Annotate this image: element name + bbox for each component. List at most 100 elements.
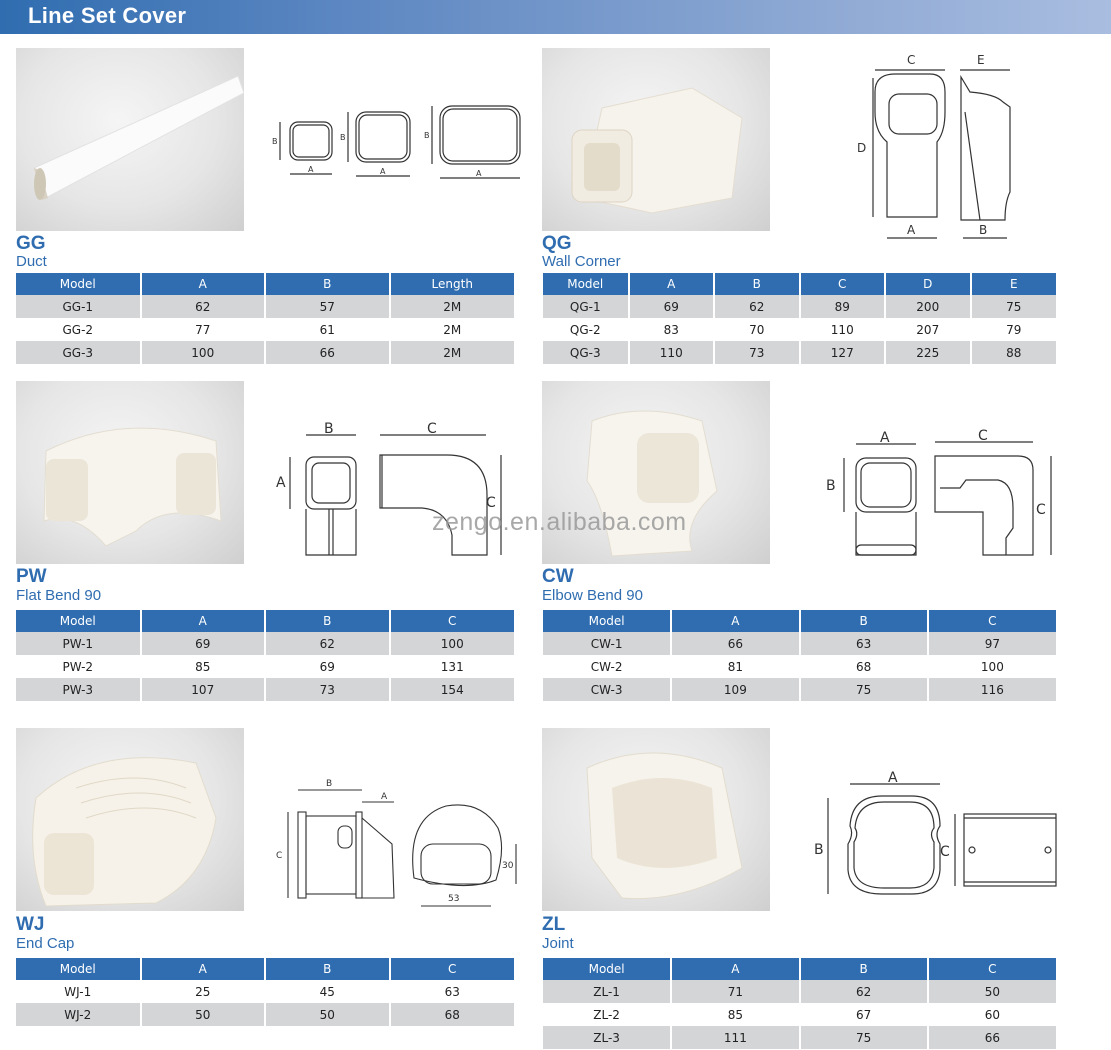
col-header: A <box>671 958 801 980</box>
col-header: B <box>265 610 391 632</box>
table-cell: CW-3 <box>543 678 673 701</box>
gg-duct-drawing: A B A B A B <box>268 96 528 191</box>
table-cell: 75 <box>970 295 1056 318</box>
table-cell: 127 <box>799 341 886 364</box>
dim-label-53: 53 <box>448 894 459 904</box>
table-cell: 50 <box>927 980 1056 1003</box>
table-cell: ZL-2 <box>543 1003 673 1026</box>
product-code: ZL <box>542 914 566 935</box>
col-header: Model <box>543 273 630 295</box>
dim-label-a: A <box>381 792 388 802</box>
table-cell: 100 <box>389 632 514 655</box>
qg-wall-corner-drawing: A B C D E <box>845 42 1020 252</box>
col-header: Model <box>543 610 673 632</box>
dim-label-a: A <box>907 223 916 237</box>
table-cell: 73 <box>714 341 801 364</box>
pw-flat-bend-drawing: A B C C <box>272 415 507 565</box>
product-code: WJ <box>16 914 45 935</box>
col-header: A <box>140 610 266 632</box>
table-cell: 81 <box>671 655 801 678</box>
table-cell: 79 <box>970 318 1056 341</box>
table-cell: 60 <box>927 1003 1056 1026</box>
product-photo-gg-duct <box>16 48 244 231</box>
page-title: Line Set Cover <box>28 3 187 28</box>
product-code: CW <box>542 566 574 587</box>
table-cell: 100 <box>927 655 1056 678</box>
table-cell: 88 <box>970 341 1056 364</box>
dim-label-30: 30 <box>502 861 514 871</box>
col-header: Model <box>16 273 142 295</box>
table-cell: 50 <box>265 1003 391 1026</box>
col-header: A <box>140 273 266 295</box>
table-cell: PW-1 <box>16 632 142 655</box>
table-cell: 66 <box>671 632 801 655</box>
table-cell: 85 <box>140 655 266 678</box>
table-cell: 62 <box>799 980 929 1003</box>
table-cell: QG-2 <box>543 318 630 341</box>
product-name: End Cap <box>16 935 75 952</box>
col-header: Length <box>389 273 514 295</box>
table-cell: 2M <box>389 295 514 318</box>
table-cell: 66 <box>265 341 391 364</box>
col-header: B <box>265 958 391 980</box>
table-cell: 75 <box>799 678 929 701</box>
table-cell: CW-2 <box>543 655 673 678</box>
table-cell: 69 <box>140 632 266 655</box>
table-cell: QG-3 <box>543 341 630 364</box>
dim-label-a: A <box>308 165 314 174</box>
col-header: A <box>140 958 266 980</box>
table-cell: 66 <box>927 1026 1056 1049</box>
table-cell: 109 <box>671 678 801 701</box>
product-name: Joint <box>542 935 574 952</box>
table-cell: 225 <box>885 341 972 364</box>
zl-joint-drawing: A B C <box>812 770 1062 905</box>
table-cell: 83 <box>628 318 715 341</box>
table-cell: PW-2 <box>16 655 142 678</box>
dim-label-c: C <box>276 851 282 861</box>
table-cell: 116 <box>927 678 1056 701</box>
col-header: C <box>389 958 514 980</box>
table-cell: CW-1 <box>543 632 673 655</box>
col-header: A <box>628 273 715 295</box>
product-code: GG <box>16 233 46 254</box>
product-name: Elbow Bend 90 <box>542 587 643 604</box>
dim-label-b: B <box>814 842 824 858</box>
product-code: QG <box>542 233 572 254</box>
dim-label-c: C <box>978 428 988 444</box>
dim-label-b: B <box>324 421 334 437</box>
table-cell: 62 <box>265 632 391 655</box>
table-cell: 207 <box>885 318 972 341</box>
col-header: C <box>799 273 886 295</box>
dim-label-b: B <box>272 137 278 146</box>
dim-label-b: B <box>340 133 346 142</box>
table-cell: 69 <box>628 295 715 318</box>
dim-label-d: D <box>857 141 866 155</box>
table-cell: 73 <box>265 678 391 701</box>
watermark: zengo.en.alibaba.com <box>432 508 687 536</box>
product-name: Duct <box>16 253 47 270</box>
dim-label-b: B <box>826 478 836 494</box>
col-header: C <box>389 610 514 632</box>
table-cell: 70 <box>714 318 801 341</box>
table-cell: 200 <box>885 295 972 318</box>
table-cell: 85 <box>671 1003 801 1026</box>
product-photo-cw-elbow-bend <box>542 381 770 564</box>
table-cell: 71 <box>671 980 801 1003</box>
table-cell: GG-2 <box>16 318 142 341</box>
table-cell: 107 <box>140 678 266 701</box>
table-cell: GG-3 <box>16 341 142 364</box>
dim-label-a: A <box>888 770 898 786</box>
